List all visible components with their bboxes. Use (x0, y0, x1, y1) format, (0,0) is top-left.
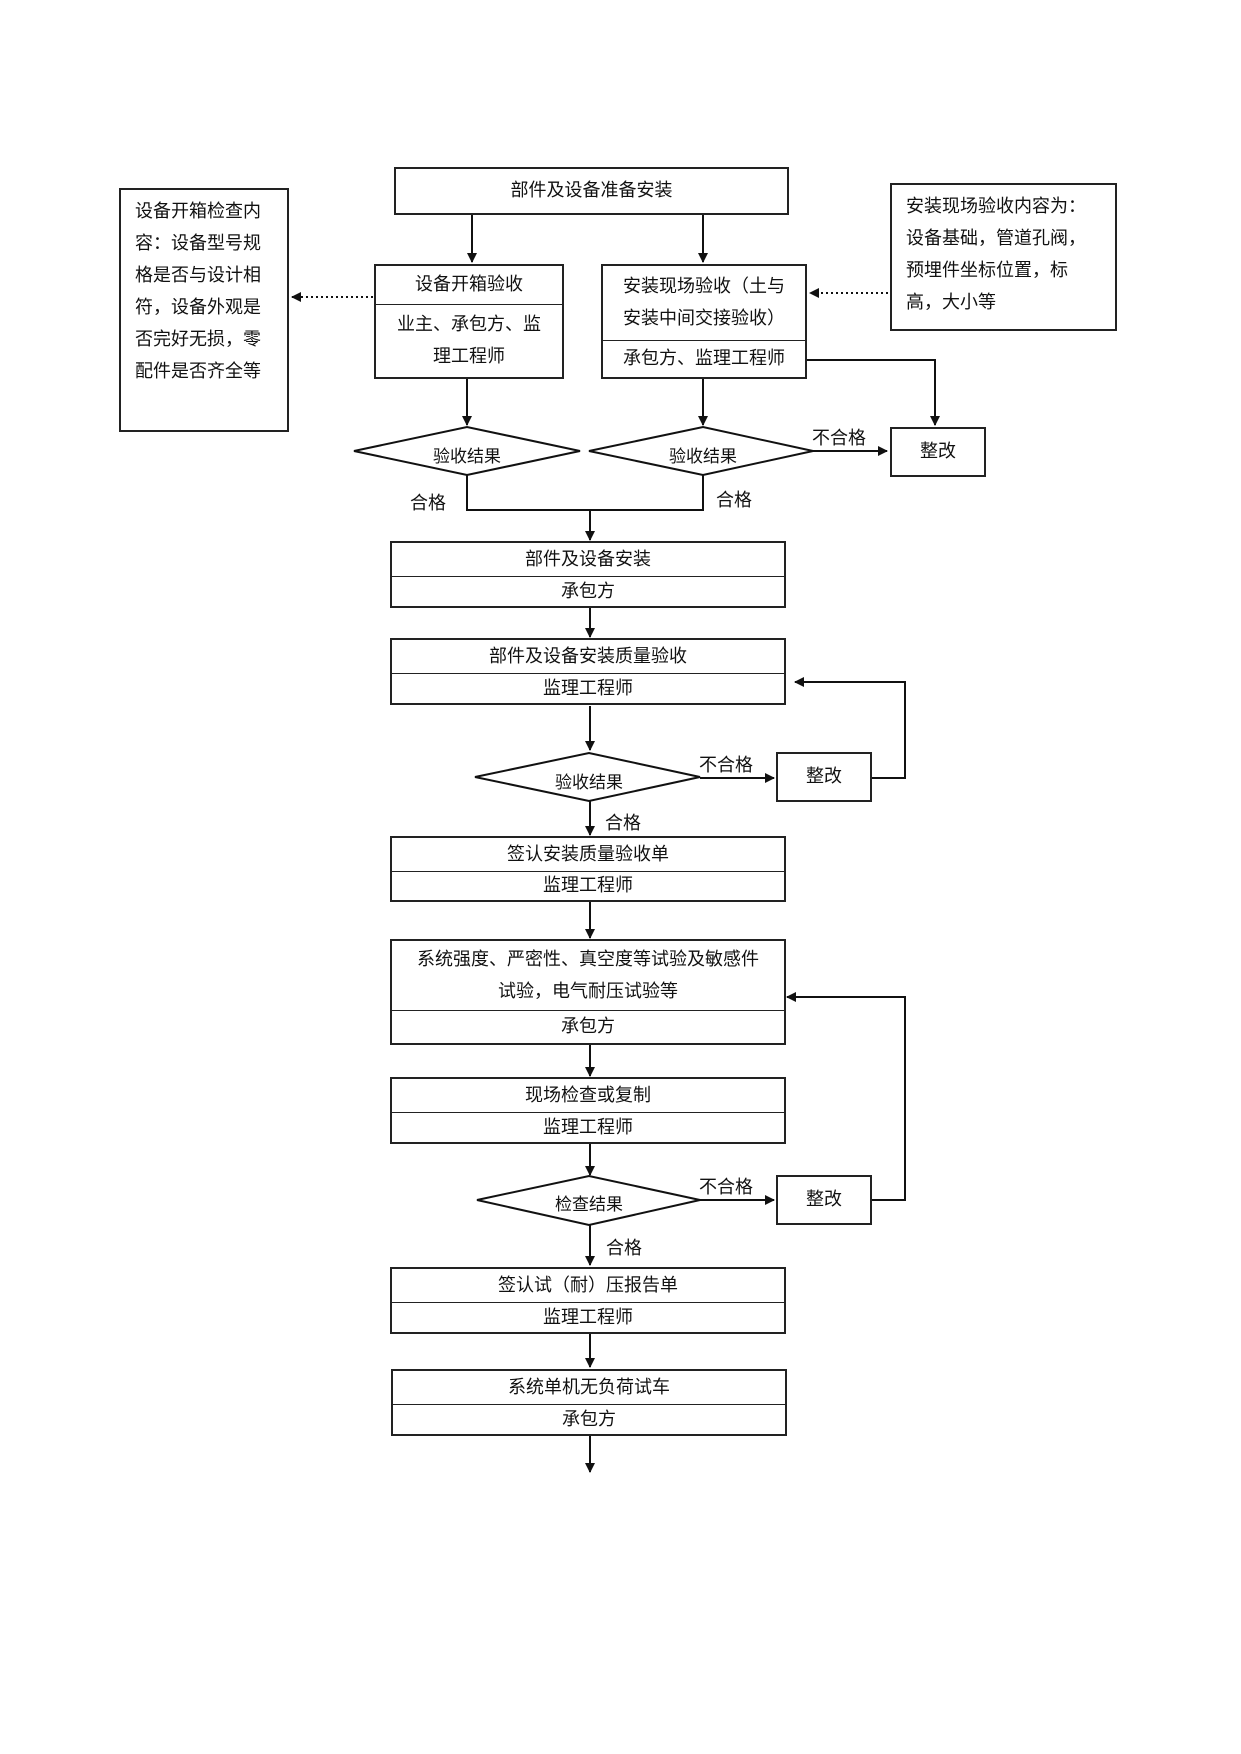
recheck-box-title: 现场检查或复制 (525, 1084, 651, 1106)
install-box: 部件及设备安装 承包方 (390, 541, 786, 608)
site-recheck-box: 现场检查或复制 监理工程师 (390, 1077, 786, 1144)
left-note: 设备开箱检查内容：设备型号规格是否与设计相符，设备外观是否完好无损，零配件是否齐… (119, 188, 289, 432)
quality-acceptance-box: 部件及设备安装质量验收 监理工程师 (390, 638, 786, 705)
rectify-box-3: 整改 (776, 1175, 872, 1225)
trial-box-sub: 承包方 (393, 1404, 785, 1434)
right-note-text: 安装现场验收内容为：设备基础，管道孔阀，预埋件坐标位置，标高，大小等 (906, 196, 1086, 313)
right-note: 安装现场验收内容为：设备基础，管道孔阀，预埋件坐标位置，标高，大小等 (890, 183, 1117, 331)
decision-diamond-1 (353, 425, 581, 477)
line-rectify3-loop (786, 992, 906, 1201)
test-box-sub: 承包方 (392, 1010, 784, 1043)
pass-label-2: 合格 (716, 490, 752, 511)
pass-label-3: 合格 (605, 813, 641, 834)
decision-diamond-2 (588, 425, 814, 477)
decision-4-label: 检查结果 (555, 1195, 623, 1215)
decision-1-label: 验收结果 (433, 447, 501, 467)
quality-box-title: 部件及设备安装质量验收 (489, 645, 687, 667)
rectify-label: 整改 (806, 1189, 842, 1210)
install-box-sub: 承包方 (392, 576, 784, 606)
sign-quality-form-box: 签认安装质量验收单 监理工程师 (390, 836, 786, 902)
rectify-box-2: 整改 (776, 752, 872, 802)
sign2-box-title: 签认试（耐）压报告单 (498, 1274, 678, 1296)
unpack-inspection-box: 设备开箱验收 业主、承包方、监理工程师 (374, 264, 564, 379)
top-box-label: 部件及设备准备安装 (510, 180, 673, 201)
quality-box-sub: 监理工程师 (392, 673, 784, 703)
site-inspection-box: 安装现场验收（土与安装中间交接验收） 承包方、监理工程师 (601, 264, 807, 379)
rectify-label: 整改 (806, 766, 842, 787)
line-decision1-pass (466, 475, 704, 511)
sign2-box-sub: 监理工程师 (392, 1302, 784, 1332)
line-site-to-rectify (805, 359, 940, 426)
pass-label-4: 合格 (606, 1238, 642, 1259)
fail-label-3: 不合格 (699, 1177, 753, 1198)
site-box-sub: 承包方、监理工程师 (603, 340, 805, 377)
decision-diamond-4 (476, 1174, 701, 1227)
sign1-box-title: 签认安装质量验收单 (507, 843, 669, 865)
sign-pressure-report-box: 签认试（耐）压报告单 监理工程师 (390, 1267, 786, 1334)
fail-label-2: 不合格 (699, 755, 753, 776)
test-box-title: 系统强度、严密性、真空度等试验及敏感件试验，电气耐压试验等 (417, 948, 759, 1002)
unpack-box-sub: 业主、承包方、监理工程师 (376, 304, 562, 377)
sign1-box-sub: 监理工程师 (392, 871, 784, 900)
fail-label-1: 不合格 (812, 428, 866, 449)
unpack-box-title: 设备开箱验收 (415, 274, 523, 295)
pass-label-1: 合格 (410, 493, 446, 514)
left-note-text: 设备开箱检查内容：设备型号规格是否与设计相符，设备外观是否完好无损，零配件是否齐… (135, 201, 261, 382)
site-box-title: 安装现场验收（土与安装中间交接验收） (623, 276, 785, 329)
top-box: 部件及设备准备安装 (394, 167, 789, 215)
line-rectify2-loop (794, 677, 906, 779)
recheck-box-sub: 监理工程师 (392, 1112, 784, 1142)
rectify-box-1: 整改 (890, 427, 986, 477)
trial-box-title: 系统单机无负荷试车 (508, 1376, 670, 1398)
rectify-label: 整改 (920, 441, 956, 462)
install-box-title: 部件及设备安装 (525, 548, 651, 570)
system-test-box: 系统强度、严密性、真空度等试验及敏感件试验，电气耐压试验等 承包方 (390, 939, 786, 1045)
decision-3-label: 验收结果 (555, 773, 623, 793)
trial-run-box: 系统单机无负荷试车 承包方 (391, 1369, 787, 1436)
decision-diamond-3 (474, 751, 701, 803)
decision-2-label: 验收结果 (669, 447, 737, 467)
